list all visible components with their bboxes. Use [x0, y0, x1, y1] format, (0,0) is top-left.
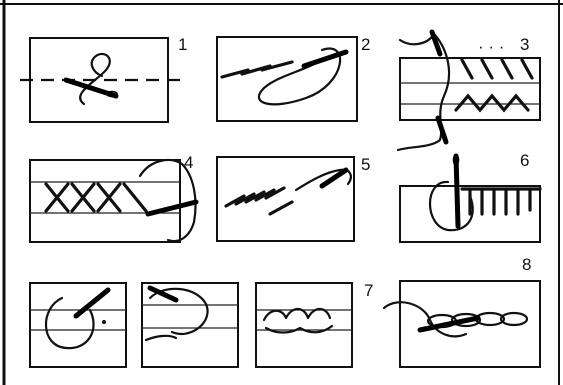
panel-6-buttonhole: 6 [400, 151, 540, 242]
label-8: 8 [522, 255, 531, 274]
panel-7b-frame [142, 283, 238, 367]
label-7: 7 [364, 281, 373, 300]
panel-8-chain-stitch: 8 [384, 255, 540, 367]
panel-1-running-stitch: 1 [20, 35, 187, 122]
panel-2-stem-stitch: 2 [217, 35, 370, 121]
needle-bottom [438, 118, 446, 142]
panel-7c-frame [256, 283, 352, 367]
dotted-trail: · · · [478, 37, 504, 56]
label-5: 5 [361, 155, 370, 174]
label-4: 4 [184, 153, 193, 172]
needle [456, 156, 458, 226]
label-6: 6 [520, 151, 529, 170]
panel-7a-frame [30, 283, 126, 367]
panel-3-herringbone: · · · 3 [398, 32, 540, 150]
panel-4-cross-stitch: 4 [30, 153, 196, 242]
stitch-point-a [102, 320, 106, 324]
panel-5-slanted-stitch: 5 [217, 155, 370, 241]
label-3: 3 [520, 35, 529, 54]
label-2: 2 [361, 35, 370, 54]
panel-7-chain-steps: 7 [30, 281, 373, 367]
label-1: 1 [178, 35, 187, 54]
panel-3-frame [400, 58, 540, 120]
